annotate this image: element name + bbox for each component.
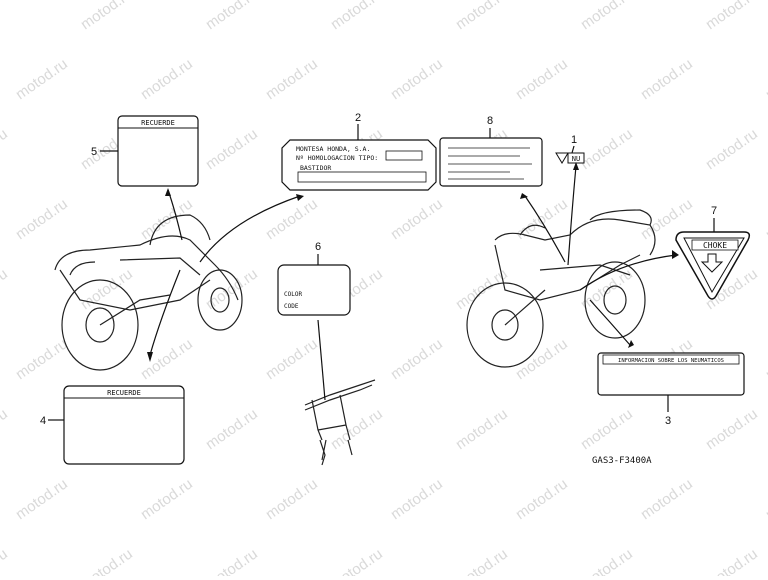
label-homologation-plate: MONTESA HONDA, S.A. Nº HOMOLOGACION TIPO… — [281, 139, 437, 191]
watermark-text: motod.ru — [453, 0, 511, 33]
watermark-text: motod.ru — [388, 335, 446, 383]
callout-1: 1 — [571, 134, 577, 146]
watermark-text: motod.ru — [0, 545, 11, 576]
watermark-text: motod.ru — [203, 0, 261, 33]
watermark-text: motod.ru — [703, 405, 761, 453]
recuerde-large-text: RECUERDE — [107, 389, 141, 397]
watermark-text: motod.ru — [0, 405, 11, 453]
label-tire-info: INFORMACION SOBRE LOS NEUMATICOS — [597, 352, 745, 396]
watermark-text: motod.ru — [203, 405, 261, 453]
watermark-text: motod.ru — [763, 475, 768, 523]
callout-4: 4 — [40, 415, 46, 427]
label-choke-warning: CHOKE — [675, 231, 751, 300]
watermark-text: motod.ru — [78, 0, 136, 33]
label-badge: NU — [555, 152, 585, 164]
label-recuerde-large: RECUERDE — [63, 385, 185, 465]
watermark-text: motod.ru — [763, 335, 768, 383]
watermark-text: motod.ru — [13, 195, 71, 243]
label-color-code: COLOR CODE — [277, 264, 351, 316]
callout-5: 5 — [91, 146, 97, 158]
frame-detail-illustration — [304, 379, 376, 466]
callout-8: 8 — [487, 115, 493, 127]
watermark-text: motod.ru — [328, 0, 386, 33]
watermark-text: motod.ru — [78, 545, 136, 576]
watermark-text: motod.ru — [13, 335, 71, 383]
watermark-text: motod.ru — [388, 55, 446, 103]
watermark-text: motod.ru — [578, 545, 636, 576]
watermark-text: motod.ru — [703, 0, 761, 33]
watermark-text: motod.ru — [203, 545, 261, 576]
watermark-text: motod.ru — [263, 335, 321, 383]
watermark-text: motod.ru — [578, 405, 636, 453]
watermark-text: motod.ru — [763, 55, 768, 103]
watermark-text: motod.ru — [638, 475, 696, 523]
watermark-text: motod.ru — [203, 125, 261, 173]
plate-line-1: MONTESA HONDA, S.A. — [296, 145, 370, 153]
arrow-heads — [147, 162, 679, 362]
watermark-text: motod.ru — [138, 475, 196, 523]
watermark-text: motod.ru — [78, 265, 136, 313]
label-recuerde-small: RECUERDE — [117, 115, 199, 187]
callout-6: 6 — [315, 241, 321, 253]
watermark-text: motod.ru — [703, 125, 761, 173]
choke-text: CHOKE — [703, 241, 727, 250]
leader-lines — [48, 124, 715, 421]
watermark-text: motod.ru — [328, 545, 386, 576]
callout-7: 7 — [711, 205, 717, 217]
plate-line-3: BASTIDOR — [300, 164, 331, 172]
color-label-text: COLOR — [284, 291, 302, 298]
watermark-text: motod.ru — [703, 545, 761, 576]
right-motorcycle-illustration — [466, 209, 656, 368]
label-info-lines — [439, 137, 543, 187]
watermark-text: motod.ru — [138, 335, 196, 383]
tire-info-text: INFORMACION SOBRE LOS NEUMATICOS — [618, 358, 724, 364]
left-motorcycle-illustration — [54, 214, 243, 371]
watermark-text: motod.ru — [0, 125, 11, 173]
watermark-text: motod.ru — [388, 195, 446, 243]
watermark-text: motod.ru — [0, 265, 11, 313]
watermark-text: motod.ru — [453, 405, 511, 453]
watermark-text: motod.ru — [453, 545, 511, 576]
watermark-text: motod.ru — [453, 265, 511, 313]
plate-line-2: Nº HOMOLOGACION TIPO: — [296, 154, 378, 162]
watermark-text: motod.ru — [263, 195, 321, 243]
watermark-text: motod.ru — [638, 55, 696, 103]
callout-3: 3 — [665, 415, 671, 427]
watermark-text: motod.ru — [513, 475, 571, 523]
callout-2: 2 — [355, 112, 361, 124]
watermark-text: motod.ru — [578, 0, 636, 33]
watermark-text: motod.ru — [263, 475, 321, 523]
watermark-text: motod.ru — [578, 125, 636, 173]
watermark-text: motod.ru — [13, 475, 71, 523]
watermark-text: motod.ru — [763, 195, 768, 243]
watermark-text: motod.ru — [263, 55, 321, 103]
watermark-text: motod.ru — [13, 55, 71, 103]
badge-text: NU — [572, 155, 580, 163]
watermark-text: motod.ru — [388, 475, 446, 523]
watermark-text: motod.ru — [0, 0, 11, 33]
drawing-code: GAS3-F3400A — [592, 456, 652, 466]
recuerde-small-text: RECUERDE — [141, 119, 175, 127]
watermark-text: motod.ru — [138, 55, 196, 103]
watermark-text: motod.ru — [328, 405, 386, 453]
watermark-text: motod.ru — [513, 55, 571, 103]
watermark-text: motod.ru — [513, 335, 571, 383]
code-label-text: CODE — [284, 303, 299, 310]
